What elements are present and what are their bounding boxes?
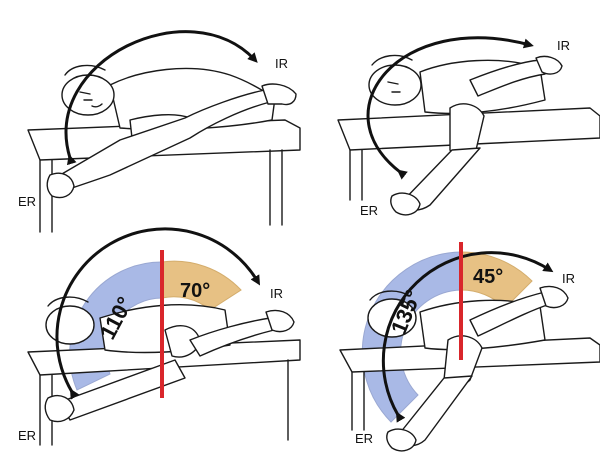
er-label: ER [18,428,36,443]
er-label: ER [360,203,378,218]
ir-label: IR [275,56,288,71]
er-label: ER [18,194,36,209]
ir-label: IR [557,38,570,53]
panel-top-right: IR ER [337,36,600,218]
rotation-arc [381,251,554,423]
rotation-arc [366,36,534,180]
ir-degree-label: 70° [180,280,210,302]
ir-label: IR [270,286,283,301]
rotation-arc [55,227,261,400]
rotation-arc [64,30,258,166]
ir-degree-label: 45° [473,266,503,288]
panel-top-left: IR ER [18,30,301,233]
er-label: ER [355,431,373,446]
panel-bottom-right: 135° 45° IR ER [339,242,600,452]
ir-label: IR [562,271,575,286]
panel-bottom-left: 110° 70° IR ER [18,227,301,446]
